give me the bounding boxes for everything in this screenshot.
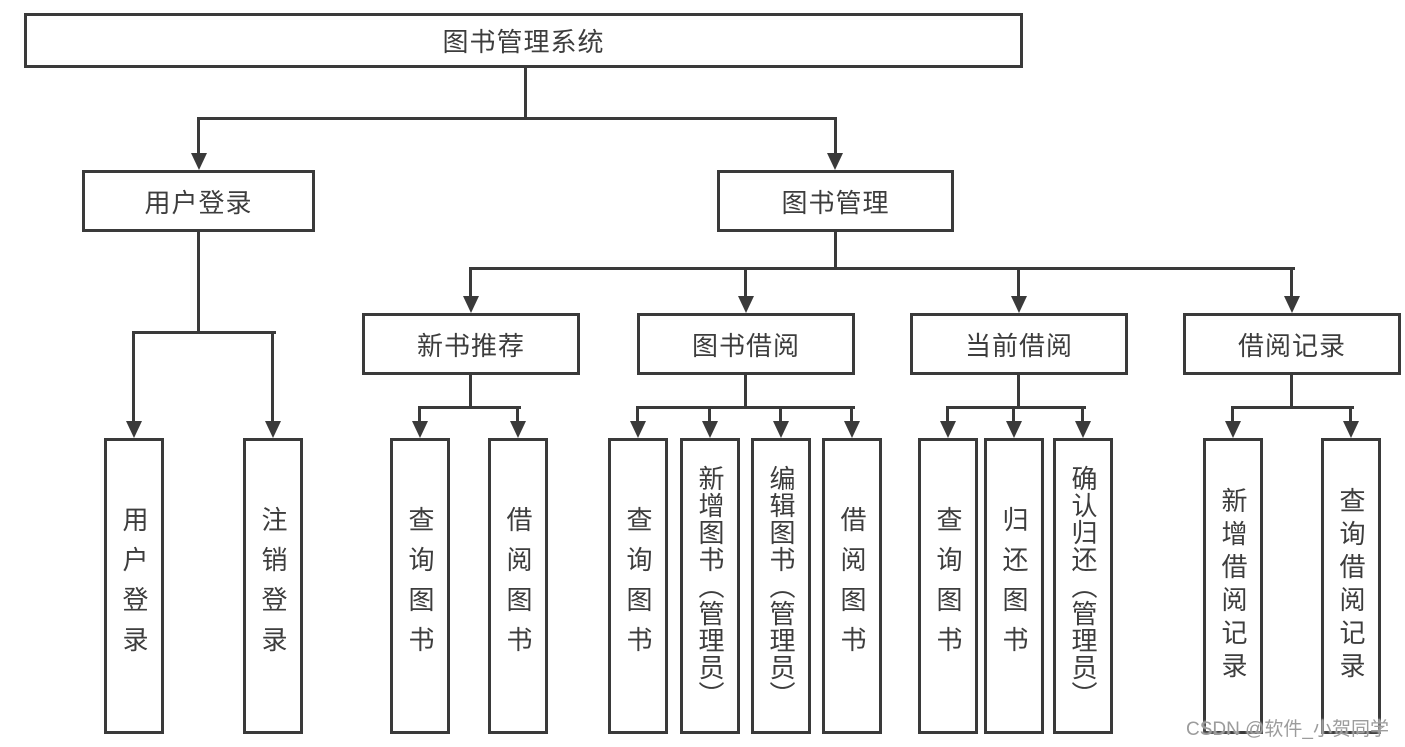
node-book-borrowing: 图书借阅	[637, 313, 855, 375]
node-label: 查询图书	[623, 506, 653, 666]
node-label: 注销登录	[258, 506, 288, 666]
leaf-user-login: 用户登录	[104, 438, 164, 734]
arrow-down-icon	[827, 153, 843, 170]
connector-hline	[197, 117, 837, 120]
watermark: CSDN @软件_小贺同学	[1186, 719, 1389, 740]
connector-vline	[469, 267, 472, 298]
arrow-down-icon	[630, 421, 646, 438]
connector-hline	[636, 406, 855, 409]
leaf-edit-books-admin: 编辑图书（管理员）	[751, 438, 811, 734]
node-label: 编辑图书（管理员）	[766, 464, 796, 708]
leaf-add-books-admin: 新增图书（管理员）	[680, 438, 740, 734]
node-new-book-recommendation: 新书推荐	[362, 313, 580, 375]
arrow-down-icon	[510, 421, 526, 438]
connector-vline	[1349, 406, 1352, 423]
arrow-down-icon	[1011, 296, 1027, 313]
leaf-return-books: 归还图书	[984, 438, 1044, 734]
arrow-down-icon	[412, 421, 428, 438]
node-label: 用户登录	[119, 506, 149, 666]
leaf-query-books-current: 查询图书	[918, 438, 978, 734]
node-label: 新增借阅记录	[1218, 487, 1248, 685]
arrow-down-icon	[940, 421, 956, 438]
node-current-borrowing: 当前借阅	[910, 313, 1128, 375]
connector-vline	[524, 68, 527, 118]
arrow-down-icon	[844, 421, 860, 438]
connector-hline	[1231, 406, 1354, 409]
node-label: 用户登录	[144, 187, 253, 218]
connector-vline	[744, 267, 747, 298]
connector-vline	[744, 375, 747, 409]
node-label: 确认归还（管理员）	[1068, 464, 1098, 708]
connector-hline	[946, 406, 1086, 409]
arrow-down-icon	[702, 421, 718, 438]
connector-hline	[469, 267, 1295, 270]
connector-vline	[1290, 375, 1293, 409]
arrow-down-icon	[773, 421, 789, 438]
connector-vline	[469, 375, 472, 409]
node-label: 借阅图书	[837, 506, 867, 666]
connector-vline	[1017, 375, 1020, 409]
node-label: 当前借阅	[964, 330, 1073, 361]
arrow-down-icon	[126, 421, 142, 438]
node-label: 图书管理	[781, 187, 890, 218]
node-label: 借阅记录	[1237, 330, 1346, 361]
arrow-down-icon	[1343, 421, 1359, 438]
connector-hline	[418, 406, 521, 409]
arrow-down-icon	[1006, 421, 1022, 438]
leaf-query-books-recommend: 查询图书	[390, 438, 450, 734]
leaf-query-borrow-record: 查询借阅记录	[1321, 438, 1381, 734]
node-user-login: 用户登录	[82, 170, 315, 232]
node-library-management-system: 图书管理系统	[24, 13, 1023, 68]
connector-vline	[197, 117, 200, 155]
node-label: 新书推荐	[416, 330, 525, 361]
connector-vline	[1012, 406, 1015, 423]
connector-vline	[636, 406, 639, 423]
connector-vline	[132, 331, 135, 423]
node-book-management: 图书管理	[717, 170, 954, 232]
leaf-add-borrow-record: 新增借阅记录	[1203, 438, 1263, 734]
node-label: 查询图书	[933, 506, 963, 666]
connector-vline	[1017, 267, 1020, 298]
connector-vline	[850, 406, 853, 423]
connector-vline	[516, 406, 519, 423]
arrow-down-icon	[191, 153, 207, 170]
node-borrowing-records: 借阅记录	[1183, 313, 1401, 375]
connector-vline	[946, 406, 949, 423]
connector-vline	[779, 406, 782, 423]
leaf-borrow-books-borrowing: 借阅图书	[822, 438, 882, 734]
node-label: 借阅图书	[503, 506, 533, 666]
connector-vline	[1081, 406, 1084, 423]
leaf-confirm-return-admin: 确认归还（管理员）	[1053, 438, 1113, 734]
leaf-borrow-books-recommend: 借阅图书	[488, 438, 548, 734]
arrow-down-icon	[265, 421, 281, 438]
connector-vline	[1290, 267, 1293, 298]
connector-vline	[197, 232, 200, 334]
arrow-down-icon	[463, 296, 479, 313]
node-label: 图书管理系统	[442, 27, 605, 57]
node-label: 新增图书（管理员）	[695, 464, 725, 708]
node-label: 查询借阅记录	[1336, 487, 1366, 685]
leaf-logout-login: 注销登录	[243, 438, 303, 734]
leaf-query-books-borrowing: 查询图书	[608, 438, 668, 734]
connector-vline	[834, 232, 837, 270]
arrow-down-icon	[1075, 421, 1091, 438]
connector-vline	[418, 406, 421, 423]
node-label: 归还图书	[999, 506, 1029, 666]
connector-hline	[132, 331, 276, 334]
node-label: 查询图书	[405, 506, 435, 666]
node-label: 图书借阅	[691, 330, 800, 361]
arrow-down-icon	[1225, 421, 1241, 438]
connector-vline	[834, 117, 837, 155]
arrow-down-icon	[738, 296, 754, 313]
connector-vline	[708, 406, 711, 423]
connector-vline	[1231, 406, 1234, 423]
arrow-down-icon	[1284, 296, 1300, 313]
connector-vline	[271, 331, 274, 423]
